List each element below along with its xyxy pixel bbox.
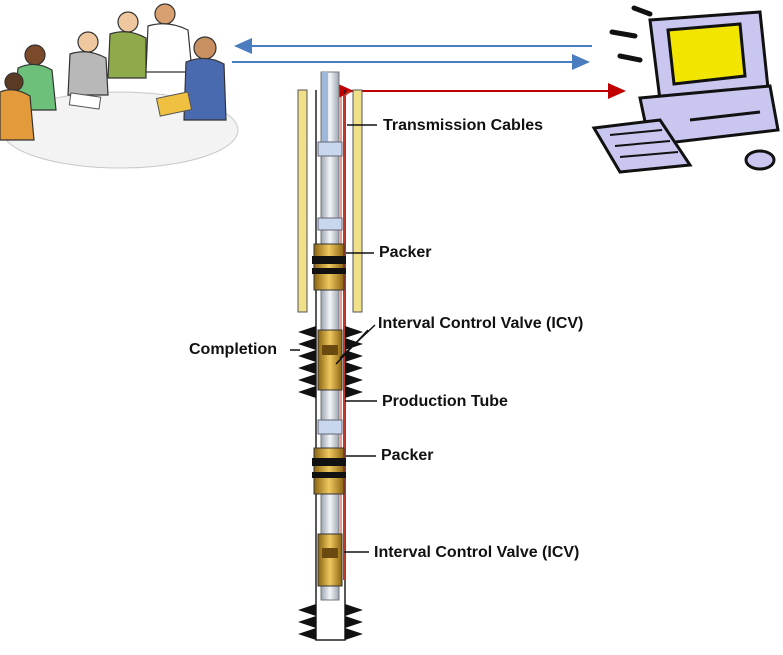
label-production-tube: Production Tube (382, 393, 508, 410)
label-icv-upper: Interval Control Valve (ICV) (378, 315, 584, 332)
packer-lower (312, 447, 346, 495)
label-completion: Completion (189, 341, 277, 358)
packer-upper (312, 243, 346, 291)
label-packer-lower: Packer (381, 447, 434, 464)
label-transmission-cables: Transmission Cables (383, 117, 544, 134)
icv-lower (317, 533, 343, 587)
label-icv-lower: Interval Control Valve (ICV) (374, 544, 580, 561)
completion-perforations (298, 326, 363, 640)
icv-upper (317, 329, 343, 391)
well-string (297, 71, 363, 641)
label-packer-upper: Packer (379, 244, 432, 261)
computer-workstation-icon (591, 5, 780, 174)
leader-lines (290, 124, 377, 553)
meeting-team-icon (0, 3, 239, 169)
